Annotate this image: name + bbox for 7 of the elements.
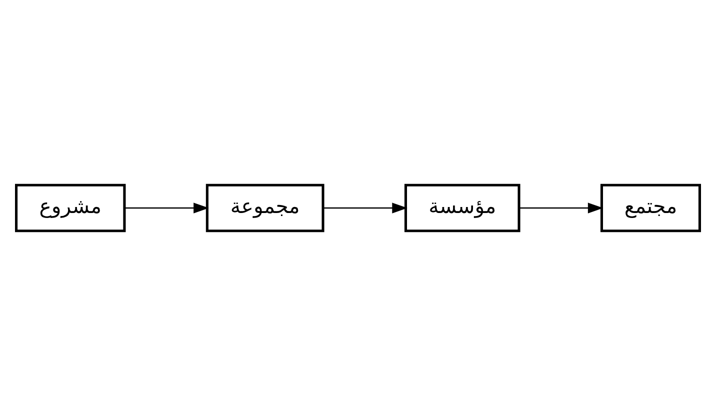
node-box: مجموعة (206, 183, 324, 232)
node-box: مجتمع (600, 183, 701, 232)
arrow (124, 202, 209, 213)
arrow (323, 202, 408, 213)
node-box: مؤسسة (404, 183, 520, 232)
node-box: مشروع (15, 183, 126, 232)
arrow (519, 202, 604, 213)
